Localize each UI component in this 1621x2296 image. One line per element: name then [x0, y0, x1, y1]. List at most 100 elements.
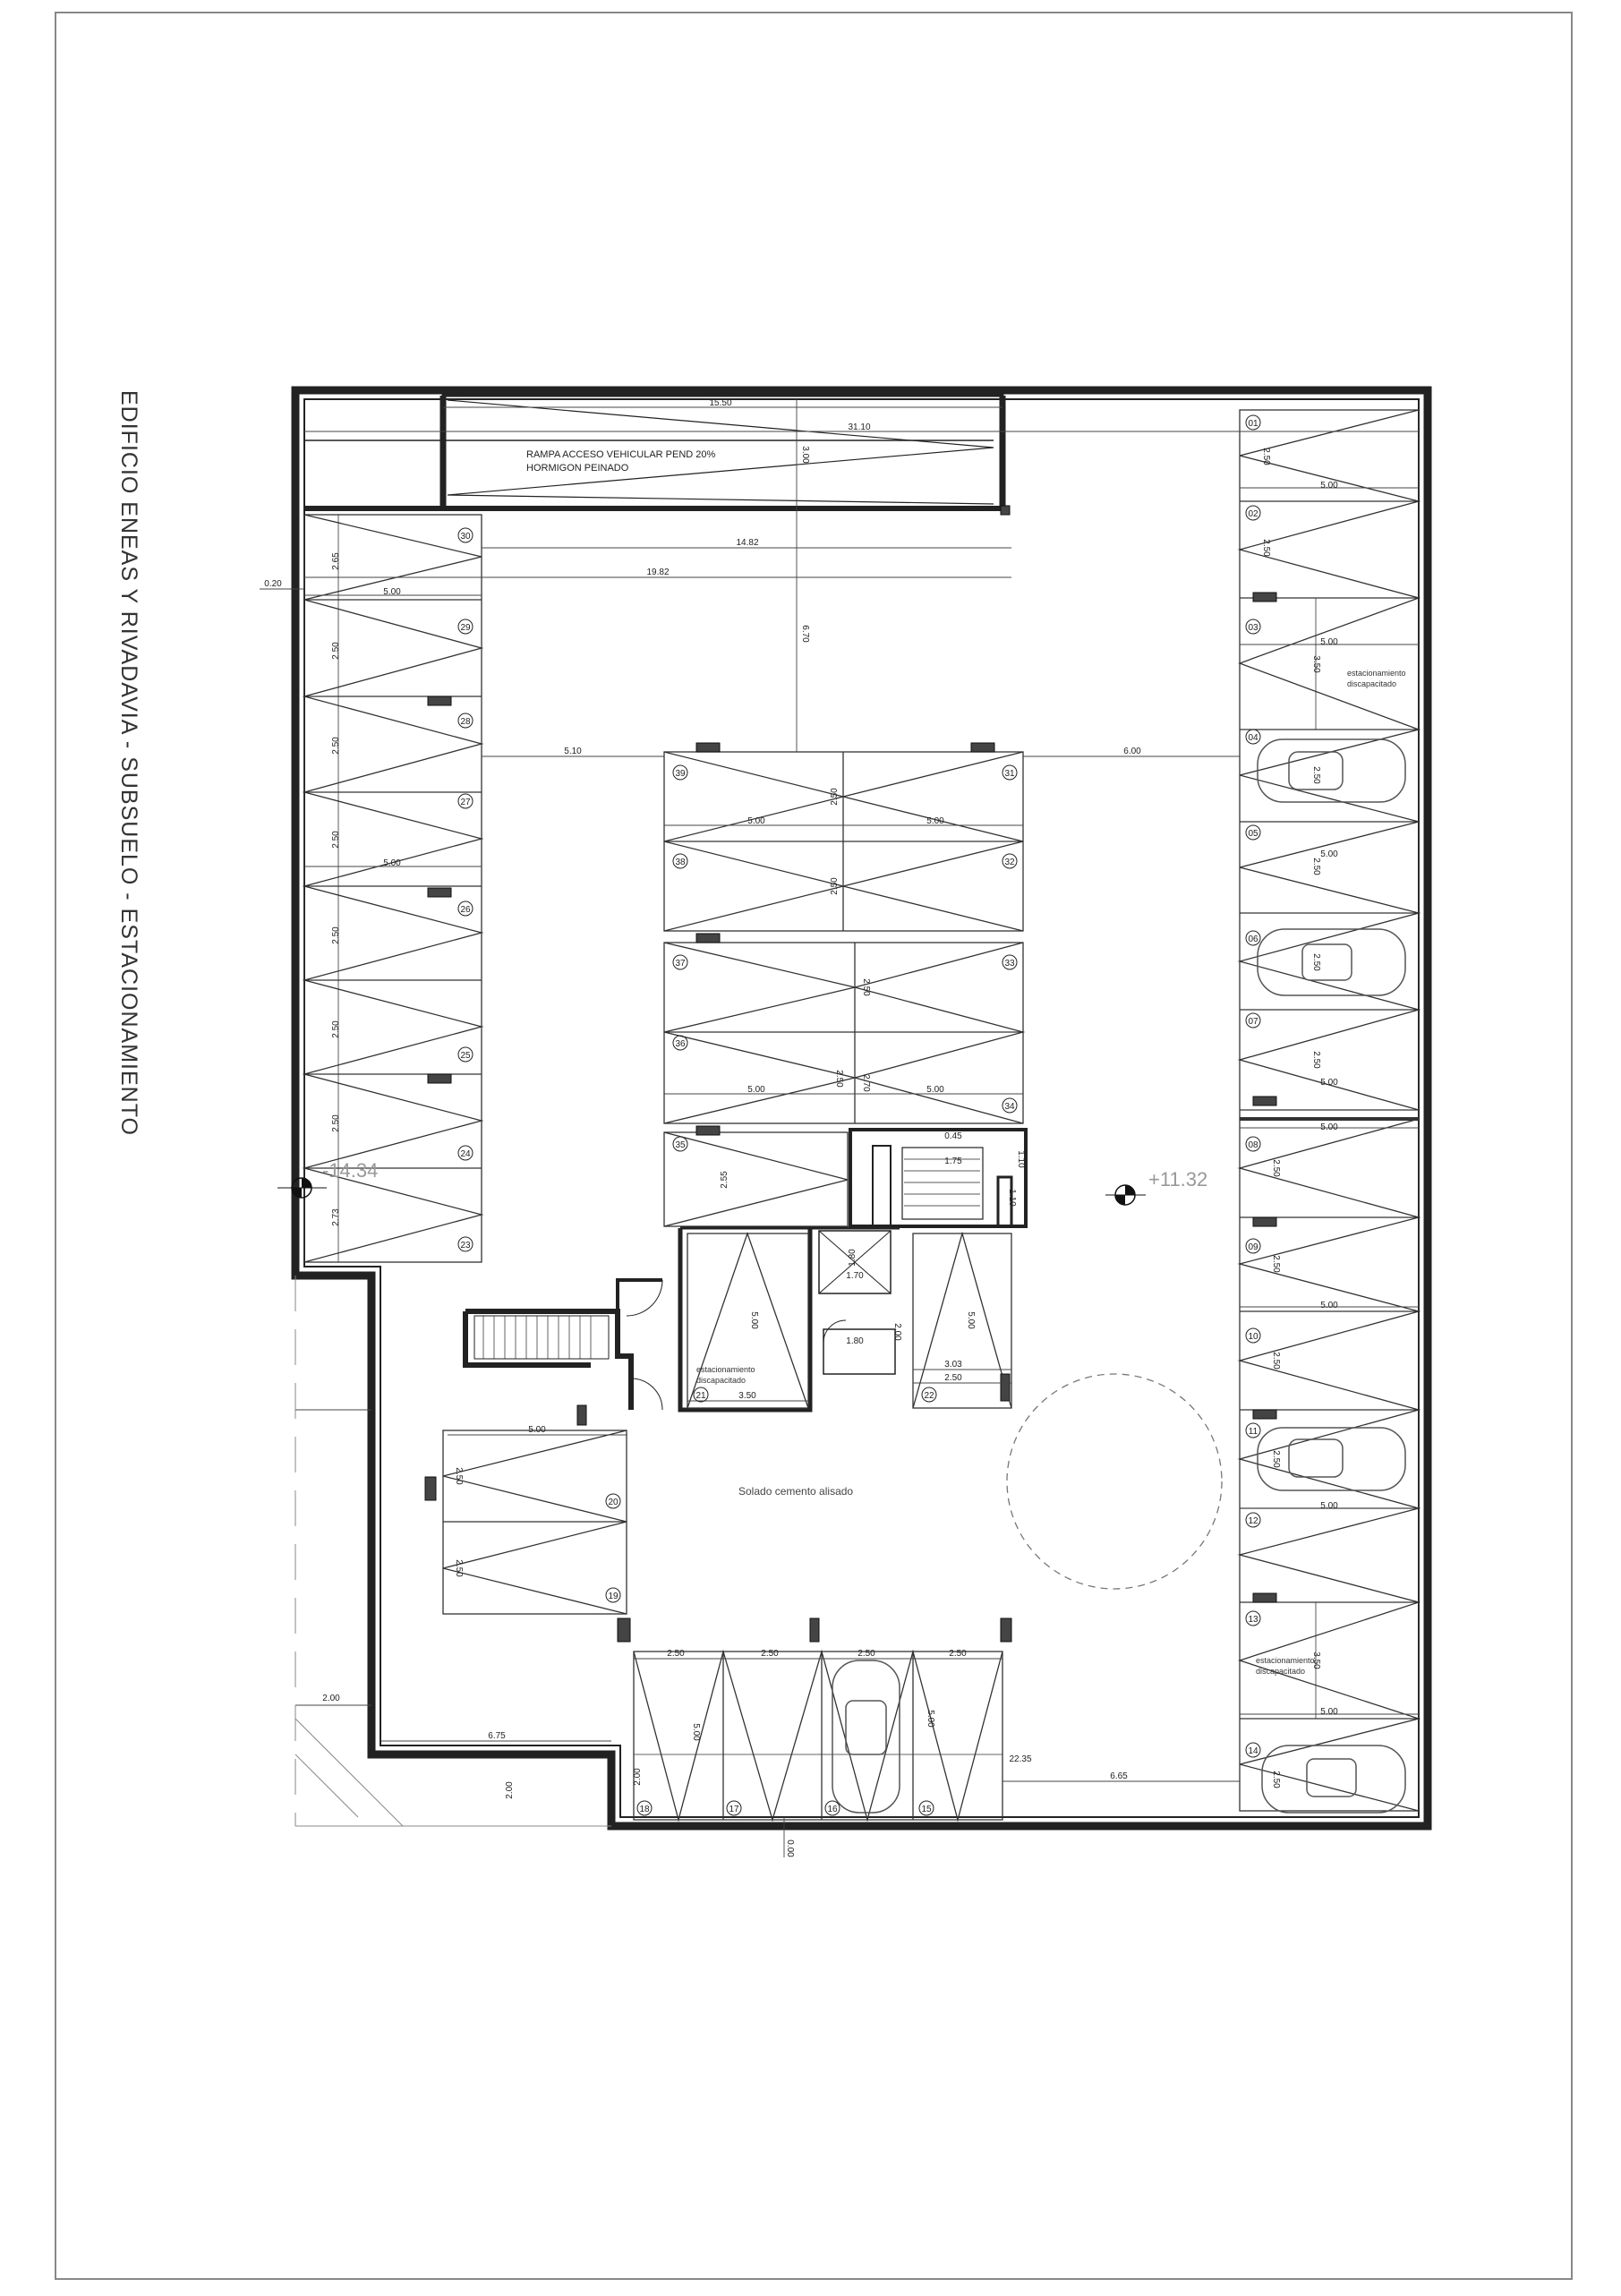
space-20: 20 — [605, 1493, 621, 1509]
level-marker-left — [277, 1177, 327, 1199]
svg-text:02: 02 — [1248, 509, 1258, 519]
svg-text:04: 04 — [1248, 733, 1258, 743]
dim-22-2-50: 2.50 — [944, 1373, 962, 1383]
dim-left-5-00-b: 5.00 — [383, 858, 401, 868]
stall-block-19-20 — [442, 1430, 627, 1615]
disabled-label-13b: discapacitado — [1256, 1667, 1305, 1676]
space-08: 08 — [1245, 1136, 1261, 1152]
space-28: 28 — [457, 713, 474, 729]
space-30: 30 — [457, 527, 474, 543]
dim-r-2-50-a: 2.50 — [1261, 448, 1271, 465]
disabled-label-13a: estacionamiento — [1256, 1656, 1315, 1665]
dim-core-1-80-v: 1.80 — [848, 1249, 857, 1267]
space-32: 32 — [1002, 853, 1018, 869]
stairs-left — [463, 1278, 663, 1411]
space-15: 15 — [918, 1800, 934, 1816]
svg-text:29: 29 — [460, 623, 471, 633]
dim-c-2-50-c: 2.50 — [861, 978, 871, 996]
space-10: 10 — [1245, 1327, 1261, 1344]
space-36: 36 — [672, 1035, 688, 1051]
dim-left-2-50-f: 2.50 — [331, 1114, 341, 1132]
drawing-title: EDIFICIO ENEAS Y RIVADAVIA - SUBSUELO - … — [115, 390, 150, 1196]
space-25: 25 — [457, 1046, 474, 1063]
dim-left-2-50-e: 2.50 — [331, 1020, 341, 1038]
space-01: 01 — [1245, 414, 1261, 431]
service-core — [678, 1128, 1028, 1413]
dim-19-2-50: 2.50 — [454, 1559, 464, 1577]
right-stall-block — [1237, 409, 1421, 1812]
space-23: 23 — [457, 1236, 474, 1252]
dimension-texts: 15.50 31.10 3.00 14.82 19.82 0.20 6.70 5… — [264, 398, 1338, 1857]
sheet-frame — [55, 12, 1573, 2280]
space-38: 38 — [672, 853, 688, 869]
dim-r-2-50-c: 2.50 — [1311, 766, 1321, 784]
level-right-text: +11.32 — [1148, 1168, 1207, 1191]
central-stall-block — [663, 751, 1026, 1227]
space-22: 22 — [921, 1387, 937, 1403]
dim-left-2-50-a: 2.50 — [331, 642, 341, 660]
space-05: 05 — [1245, 824, 1261, 841]
dim-core-2-00: 2.00 — [892, 1323, 902, 1341]
dim-r-2-50-e: 2.50 — [1311, 953, 1321, 971]
space-17: 17 — [726, 1800, 742, 1816]
dim-b-2-00: 2.00 — [633, 1768, 643, 1786]
dim-20-2-50: 2.50 — [454, 1467, 464, 1485]
svg-text:15: 15 — [921, 1805, 932, 1814]
dim-r-5-00-f: 5.00 — [1320, 1301, 1338, 1310]
dim-15-50: 15.50 — [709, 398, 731, 408]
space-number-markers: 30 29 28 27 26 25 24 23 01 02 03 04 05 0… — [457, 414, 1261, 1816]
space-11: 11 — [1245, 1422, 1261, 1438]
svg-text:13: 13 — [1248, 1615, 1258, 1625]
dim-6-00: 6.00 — [1123, 747, 1141, 756]
street-lines — [294, 1276, 611, 1827]
svg-text:22: 22 — [924, 1391, 934, 1401]
outer-walls — [291, 386, 1432, 1831]
dim-19-82: 19.82 — [646, 568, 669, 577]
drawing-title-text: EDIFICIO ENEAS Y RIVADAVIA - SUBSUELO - … — [116, 390, 141, 1136]
dim-b-2-50-d: 2.50 — [949, 1649, 967, 1659]
dim-c-5-00-a: 5.00 — [747, 816, 765, 826]
svg-text:32: 32 — [1004, 858, 1015, 867]
disabled-label-21a: estacionamiento — [696, 1365, 755, 1374]
dim-r-2-50-f: 2.50 — [1311, 1051, 1321, 1069]
dim-r-5-00-g: 5.00 — [1320, 1501, 1338, 1511]
space-33: 33 — [1002, 954, 1018, 970]
dim-0-20: 0.20 — [264, 579, 282, 589]
dim-r-2-50-k: 2.50 — [1271, 1771, 1281, 1788]
space-07: 07 — [1245, 1012, 1261, 1029]
dim-c-5-00-d: 5.00 — [926, 1085, 944, 1095]
disabled-label-03b: discapacitado — [1347, 679, 1396, 688]
space-19: 19 — [605, 1587, 621, 1603]
dim-22-5-00: 5.00 — [966, 1311, 976, 1329]
dim-left-2-50-d: 2.50 — [331, 926, 341, 944]
space-04: 04 — [1245, 729, 1261, 745]
dim-left-2-50-b: 2.50 — [331, 737, 341, 755]
vehicle-ramp — [304, 394, 1010, 511]
dim-c-2-50-b: 2.50 — [830, 877, 840, 895]
dim-left-2-65: 2.65 — [331, 552, 341, 570]
level-left-text: -14.34 — [322, 1159, 378, 1182]
dim-core-1-70: 1.70 — [846, 1271, 864, 1281]
svg-text:06: 06 — [1248, 935, 1258, 944]
svg-text:28: 28 — [460, 717, 471, 727]
svg-text:18: 18 — [639, 1805, 650, 1814]
dim-r-2-50-i: 2.50 — [1271, 1352, 1281, 1370]
svg-text:20: 20 — [608, 1498, 619, 1507]
dim-r-3-50-a: 3.50 — [1311, 655, 1321, 673]
space-37: 37 — [672, 954, 688, 970]
ramp-label-1: RAMPA ACCESO VEHICULAR PEND 20% — [526, 449, 716, 460]
dim-r-5-00-h: 5.00 — [1320, 1707, 1338, 1717]
svg-text:16: 16 — [827, 1805, 838, 1814]
space-18: 18 — [636, 1800, 653, 1816]
dimension-lines — [260, 399, 1419, 1857]
dim-b-5-00-b: 5.00 — [926, 1710, 935, 1728]
space-02: 02 — [1245, 505, 1261, 521]
dim-6-75: 6.75 — [488, 1731, 506, 1741]
space-03: 03 — [1245, 619, 1261, 635]
dim-22-35: 22.35 — [1009, 1754, 1031, 1764]
left-stall-block — [302, 514, 484, 1263]
space-06: 06 — [1245, 930, 1261, 946]
dim-left-2-73: 2.73 — [331, 1208, 341, 1226]
